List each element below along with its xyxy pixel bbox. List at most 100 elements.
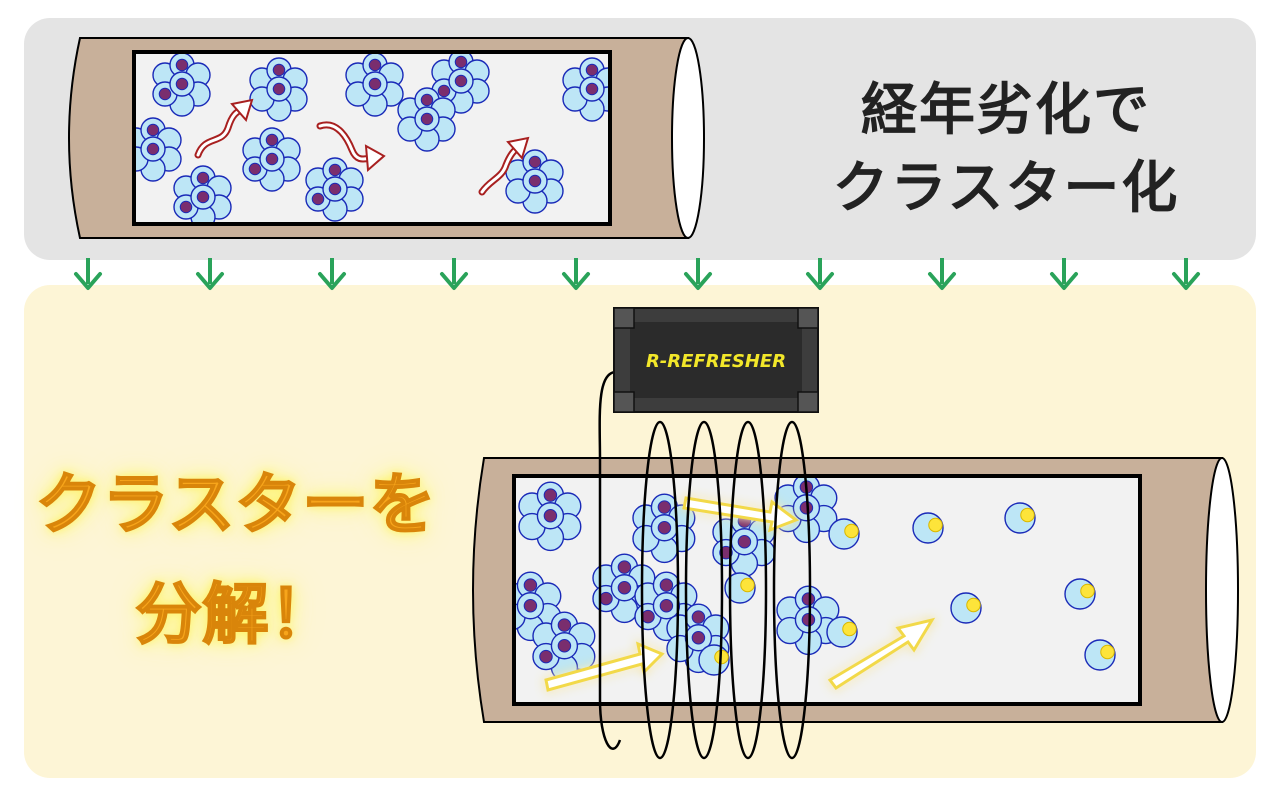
bottom-pipe [472, 457, 1239, 723]
free-molecule [698, 644, 730, 676]
impurity-particle [599, 591, 613, 606]
impurity-particle [196, 171, 210, 185]
molecule-cluster [776, 585, 840, 656]
free-molecule [1084, 639, 1116, 671]
free-molecule [724, 572, 756, 604]
impurity-particle [585, 82, 599, 96]
impurity-particle [175, 77, 189, 91]
molecule-cluster [562, 57, 608, 122]
released-particle [1100, 644, 1115, 660]
molecule-cluster [397, 87, 456, 152]
molecule-cluster [431, 54, 490, 114]
glowing-flow-arrow-icon [827, 617, 936, 691]
impurity-particle [328, 163, 342, 177]
impurity-particle [617, 581, 632, 595]
molecule-cluster [632, 493, 696, 564]
bottom-flow-arrows [544, 496, 936, 692]
impurity-particle [523, 578, 538, 592]
released-particle [966, 597, 981, 613]
coil-loop [640, 420, 680, 760]
magnetic-coil [598, 370, 812, 760]
top-caption-line1: 経年劣化で [861, 78, 1151, 143]
free-molecule [828, 518, 860, 550]
molecule-cluster [345, 54, 404, 117]
impurity-particle [657, 521, 672, 535]
impurity-particle [543, 509, 558, 523]
top-caption-line2: クラスター化 [832, 156, 1180, 221]
molecule-cluster [173, 165, 232, 222]
impurity-particle [657, 500, 672, 514]
coil-loop [728, 420, 768, 760]
impurity-particle [454, 74, 468, 88]
glowing-flow-arrow-icon [544, 641, 665, 692]
impurity-particle [248, 162, 262, 176]
molecule-cluster [518, 481, 582, 552]
impurity-particle [272, 82, 286, 96]
free-molecule [912, 512, 944, 544]
impurity-particle [528, 155, 542, 169]
free-molecule [950, 592, 982, 624]
bottom-caption-line2: 分解！ [135, 575, 337, 654]
impurity-particle [368, 58, 382, 72]
impurity-particle [557, 639, 572, 653]
molecule-cluster [242, 127, 301, 192]
impurity-particle [311, 192, 325, 206]
impurity-particle [557, 618, 572, 632]
impurity-particle [528, 174, 542, 188]
molecule-cluster [152, 54, 211, 117]
impurity-particle [543, 488, 558, 502]
bottom-caption-line1: クラスターを [35, 465, 437, 544]
impurity-particle [175, 58, 189, 72]
molecule-cluster [249, 57, 308, 122]
impurity-particle [328, 182, 342, 196]
impurity-particle [737, 535, 752, 549]
refresher-device: R-REFRESHER [613, 307, 819, 413]
impurity-particle [617, 560, 632, 574]
impurity-particle [196, 190, 210, 204]
impurity-particle [691, 631, 706, 645]
impurity-particle [146, 142, 160, 156]
transition-arrows [74, 258, 1200, 290]
free-molecule [826, 616, 858, 648]
impurity-particle [437, 84, 451, 98]
top-flow-arrows [194, 98, 530, 196]
impurity-particle [691, 610, 706, 624]
impurity-particle [641, 609, 655, 624]
free-molecule [1064, 578, 1096, 610]
glowing-flow-arrow-icon [682, 496, 800, 533]
bottom-caption: クラスターを 分解！ [26, 450, 446, 670]
released-particle [842, 621, 857, 637]
impurity-particle [272, 63, 286, 77]
impurity-particle [158, 87, 172, 101]
coil-loop [772, 420, 812, 760]
impurity-particle [801, 592, 816, 606]
molecule-cluster [136, 117, 182, 182]
red-flow-arrow-icon [230, 98, 254, 123]
released-particle [1020, 507, 1035, 523]
molecule-cluster [305, 157, 364, 222]
impurity-particle [659, 578, 674, 592]
impurity-particle [265, 133, 279, 147]
coil-lead [598, 370, 622, 750]
released-particle [740, 577, 755, 593]
impurity-particle [420, 93, 434, 107]
free-molecule [1004, 502, 1036, 534]
impurity-particle [585, 63, 599, 77]
coil-loop [684, 420, 724, 760]
top-pipe-clusters [136, 54, 608, 222]
impurity-particle [146, 123, 160, 137]
device-label: R-REFRESHER [646, 351, 786, 372]
impurity-particle [179, 200, 193, 214]
released-particle [844, 523, 859, 539]
impurity-particle [523, 599, 538, 613]
top-caption: 経年劣化で クラスター化 [796, 72, 1216, 228]
impurity-particle [368, 77, 382, 91]
impurity-particle [539, 649, 553, 664]
impurity-particle [420, 112, 434, 126]
impurity-particle [454, 55, 468, 69]
released-particle [1080, 583, 1095, 599]
impurity-particle [265, 152, 279, 166]
impurity-particle [659, 599, 674, 613]
molecule-cluster [505, 149, 564, 214]
